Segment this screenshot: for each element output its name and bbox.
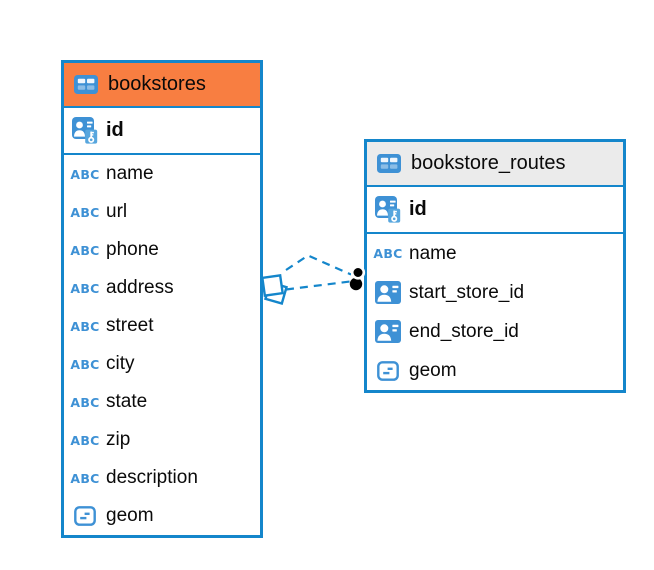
column-name: url — [106, 201, 128, 222]
column-row[interactable]: ABC url — [64, 193, 260, 231]
table-icon — [375, 154, 403, 173]
table-icon — [72, 75, 100, 94]
column-row[interactable]: ABC state — [64, 383, 260, 421]
column-row[interactable]: ABC street — [64, 307, 260, 345]
column-name: description — [106, 467, 198, 488]
text-type-icon: ABC — [70, 166, 100, 182]
column-name: id — [409, 198, 427, 220]
foreign-key-icon — [374, 281, 402, 304]
column-row[interactable]: ABC phone — [64, 231, 260, 269]
column-name: name — [106, 163, 154, 184]
column-name: state — [106, 391, 148, 412]
column-row[interactable]: ABC name — [64, 155, 260, 193]
relation-line-lower[interactable] — [285, 280, 351, 291]
text-type-icon: ABC — [70, 432, 100, 448]
column-row[interactable]: ABC address — [64, 269, 260, 307]
text-type-icon: ABC — [70, 204, 100, 220]
column-name: start_store_id — [409, 281, 525, 303]
column-name: geom — [409, 359, 457, 381]
table-title: bookstore_routes — [411, 152, 566, 174]
text-type-icon: ABC — [70, 242, 100, 258]
text-type-icon: ABC — [70, 470, 100, 486]
table-bookstores-header[interactable]: bookstores — [64, 63, 260, 108]
text-type-icon: ABC — [70, 394, 100, 410]
primary-key-icon — [71, 117, 99, 144]
column-name: phone — [106, 239, 159, 260]
column-row[interactable]: geom — [367, 351, 623, 390]
column-row[interactable]: ABC zip — [64, 421, 260, 459]
column-row[interactable]: geom — [64, 497, 260, 535]
column-row[interactable]: start_store_id — [367, 273, 623, 312]
text-type-icon: ABC — [70, 318, 100, 334]
column-name: city — [106, 353, 135, 374]
primary-key-icon — [374, 196, 402, 223]
column-row-id[interactable]: id — [367, 187, 623, 234]
geometry-type-icon — [374, 360, 402, 381]
column-name: geom — [106, 505, 154, 526]
text-type-icon: ABC — [373, 246, 403, 261]
table-title: bookstores — [108, 73, 206, 95]
column-name: end_store_id — [409, 320, 519, 342]
geometry-type-icon — [71, 506, 99, 526]
column-row[interactable]: ABC city — [64, 345, 260, 383]
column-name: name — [409, 242, 457, 264]
column-name: id — [106, 119, 124, 141]
table-bookstore-routes[interactable]: bookstore_routes id ABC name start_store… — [364, 139, 626, 393]
column-name: street — [106, 315, 154, 336]
column-name: zip — [106, 429, 131, 450]
column-name: address — [106, 277, 174, 298]
text-type-icon: ABC — [70, 280, 100, 296]
column-row[interactable]: end_store_id — [367, 312, 623, 351]
text-type-icon: ABC — [70, 356, 100, 372]
foreign-key-icon — [374, 320, 402, 343]
relation-target-anchor[interactable] — [349, 265, 366, 291]
relation-line-upper[interactable] — [285, 254, 352, 276]
table-bookstore-routes-header[interactable]: bookstore_routes — [367, 142, 623, 187]
relation-source-anchor[interactable] — [260, 273, 288, 305]
column-row-id[interactable]: id — [64, 108, 260, 155]
table-bookstores[interactable]: bookstores id ABC name ABC url ABC phone… — [61, 60, 263, 538]
column-row[interactable]: ABC description — [64, 459, 260, 497]
column-row[interactable]: ABC name — [367, 234, 623, 273]
